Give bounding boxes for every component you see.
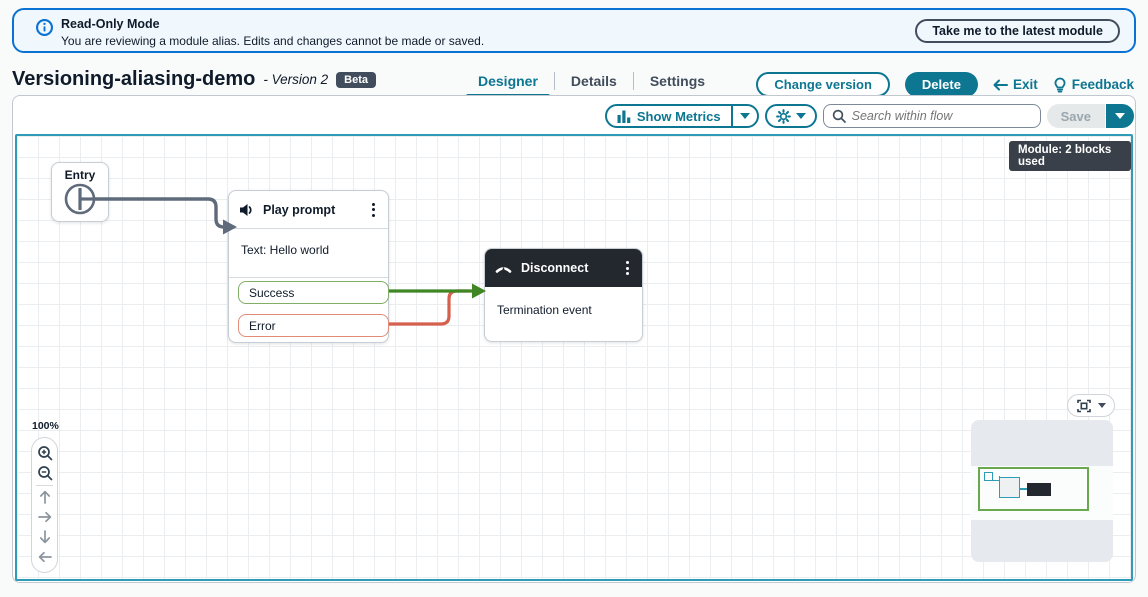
play-prompt-header: Play prompt [229, 191, 388, 229]
module-name: Versioning-aliasing-demo [12, 68, 255, 91]
flow-canvas[interactable]: Module: 2 blocks used Entry Play prompt … [15, 134, 1133, 581]
arrow-up-icon [38, 490, 52, 504]
settings-dropdown-button[interactable] [765, 104, 817, 128]
show-metrics-label: Show Metrics [637, 109, 721, 124]
info-icon [36, 19, 53, 36]
caret-down-icon [796, 113, 806, 119]
arrow-down-icon [38, 530, 52, 544]
banner-title: Read-Only Mode [61, 17, 484, 31]
zoom-controls [31, 437, 58, 573]
bar-chart-icon [617, 110, 631, 123]
change-version-button[interactable]: Change version [756, 72, 890, 97]
zoom-out-icon [37, 465, 53, 481]
zoom-level: 100% [32, 420, 59, 432]
caret-down-icon [1098, 403, 1106, 408]
entry-block-title: Entry [65, 168, 96, 182]
search-input[interactable] [852, 109, 1032, 123]
zoom-in-icon [37, 445, 53, 461]
kebab-menu-icon[interactable] [369, 200, 378, 220]
fit-view-icon [1077, 399, 1091, 413]
exit-label: Exit [1013, 77, 1038, 92]
tab-designer[interactable]: Designer [462, 66, 554, 96]
save-split-button: Save [1047, 104, 1134, 128]
minimap[interactable] [971, 420, 1113, 562]
disconnect-header: Disconnect [485, 249, 642, 287]
tab-details[interactable]: Details [555, 66, 633, 96]
play-prompt-block[interactable]: Play prompt Text: Hello world Success Er… [228, 190, 389, 343]
minimap-connector [1020, 488, 1027, 490]
play-prompt-body: Text: Hello world [229, 229, 388, 278]
minimap-viewport[interactable] [978, 467, 1089, 511]
feedback-label: Feedback [1072, 77, 1134, 92]
minimap-disconnect-block [1027, 483, 1051, 496]
arrow-left-icon [993, 79, 1008, 91]
search-icon [832, 109, 846, 123]
show-metrics-split-button: Show Metrics [605, 104, 759, 128]
show-metrics-dropdown[interactable] [731, 106, 757, 126]
arrow-right-icon [38, 510, 52, 524]
latest-module-button[interactable]: Take me to the latest module [915, 19, 1120, 43]
flow-connectors [17, 136, 1131, 579]
zoom-out-button[interactable] [32, 463, 57, 483]
pan-up-button[interactable] [32, 488, 57, 508]
readonly-banner: Read-Only Mode You are reviewing a modul… [12, 8, 1136, 53]
pan-down-button[interactable] [32, 527, 57, 547]
exit-button[interactable]: Exit [993, 77, 1038, 92]
arrow-left-icon [38, 550, 52, 564]
disconnect-title: Disconnect [521, 261, 623, 275]
banner-message: You are reviewing a module alias. Edits … [61, 34, 484, 48]
tab-settings[interactable]: Settings [634, 66, 721, 96]
disconnect-body: Termination event [485, 287, 642, 333]
header-actions: Change version Delete Exit Feedback [756, 72, 1134, 97]
canvas-toolbar: Show Metrics [605, 104, 1134, 128]
pan-right-button[interactable] [32, 507, 57, 527]
caret-down-icon [740, 113, 750, 119]
feedback-button[interactable]: Feedback [1053, 77, 1134, 93]
lightbulb-icon [1053, 77, 1067, 93]
fit-view-button[interactable] [1067, 394, 1115, 417]
divider [36, 485, 53, 486]
module-version: - Version 2 [263, 72, 328, 87]
page-title: Versioning-aliasing-demo - Version 2 Bet… [12, 68, 376, 91]
gear-icon [776, 109, 791, 124]
caret-down-icon [1115, 113, 1125, 119]
delete-button[interactable]: Delete [905, 72, 978, 97]
output-error[interactable]: Error [238, 314, 389, 337]
banner-text: Read-Only Mode You are reviewing a modul… [61, 17, 484, 48]
entry-block[interactable]: Entry [51, 162, 109, 222]
designer-panel: Show Metrics [12, 95, 1136, 583]
save-dropdown[interactable] [1106, 104, 1134, 128]
phone-hangup-icon [495, 262, 512, 275]
module-blocks-badge: Module: 2 blocks used [1009, 141, 1131, 171]
minimap-play-prompt-block [999, 477, 1020, 498]
pan-left-button[interactable] [32, 547, 57, 567]
show-metrics-button[interactable]: Show Metrics [607, 106, 731, 126]
disconnect-block[interactable]: Disconnect Termination event [484, 248, 643, 342]
zoom-in-button[interactable] [32, 443, 57, 463]
output-success[interactable]: Success [238, 281, 389, 304]
save-button[interactable]: Save [1047, 104, 1105, 128]
flow-search [823, 104, 1041, 128]
tab-bar: Designer Details Settings [462, 66, 721, 96]
kebab-menu-icon[interactable] [623, 258, 632, 278]
speaker-icon [239, 203, 254, 217]
beta-badge: Beta [336, 72, 376, 88]
play-prompt-title: Play prompt [263, 203, 369, 217]
